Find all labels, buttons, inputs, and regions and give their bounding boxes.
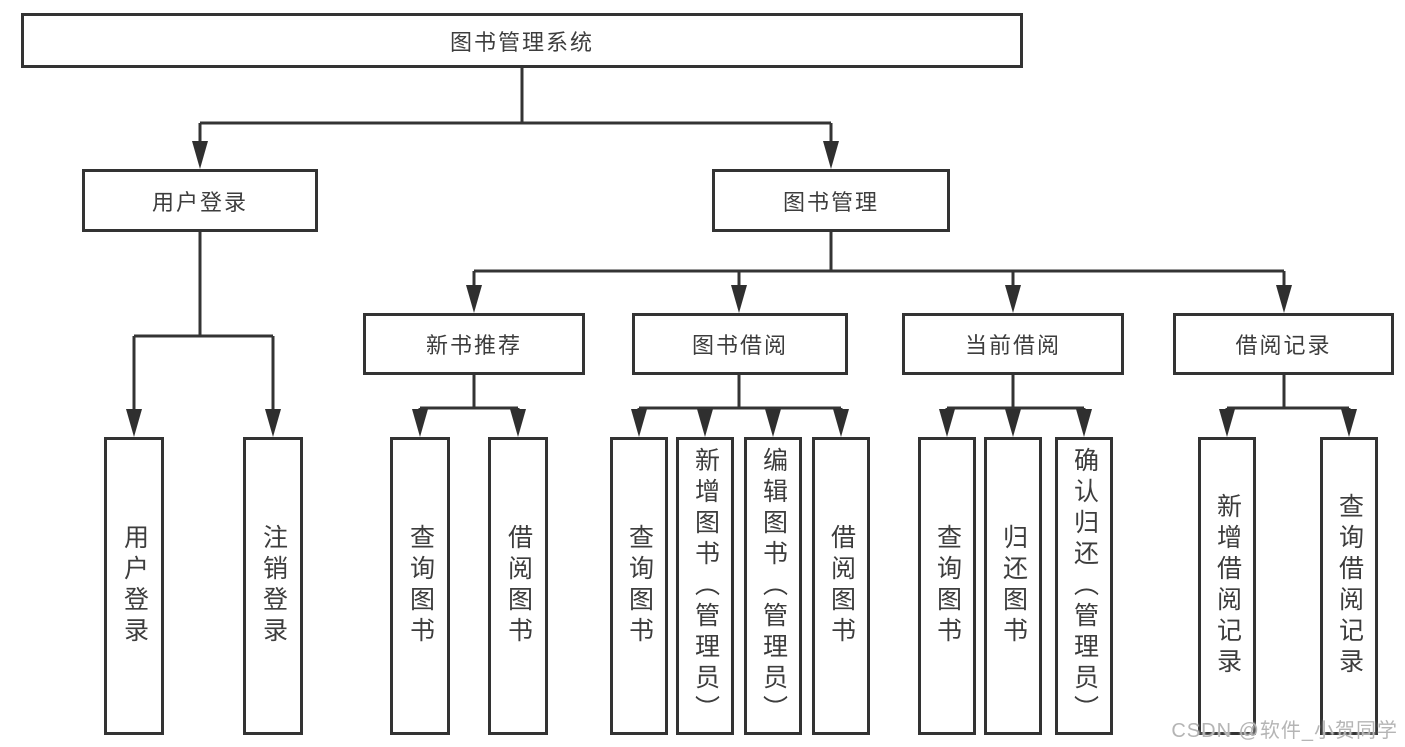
leaf-borrow-edit-books-admin: 编辑图书（管理员） [744,437,802,735]
connector-root-to-level2 [198,68,833,152]
leaf-borrow-borrow-books-label: 借阅图书 [827,524,856,648]
leaf-records-query-record: 查询借阅记录 [1320,437,1378,735]
leaf-recommend-query-books: 查询图书 [390,437,450,735]
leaf-borrow-add-books-admin: 新增图书（管理员） [676,437,734,735]
leaf-current-return-books: 归还图书 [984,437,1042,735]
leaf-borrow-add-books-admin-label: 新增图书（管理员） [691,446,720,726]
leaf-current-query-books: 查询图书 [918,437,976,735]
leaf-records-add-record-label: 新增借阅记录 [1213,493,1242,679]
leaf-logout: 注销登录 [243,437,303,735]
leaf-borrow-edit-books-admin-label: 编辑图书（管理员） [759,446,788,726]
node-new-book-recommend: 新书推荐 [363,313,585,375]
leaf-borrow-borrow-books: 借阅图书 [812,437,870,735]
leaf-logout-label: 注销登录 [259,524,288,648]
connector-newbookrec-to-leaves [418,375,520,422]
leaf-records-query-record-label: 查询借阅记录 [1335,493,1364,679]
node-borrow-records: 借阅记录 [1173,313,1394,375]
connector-bookborrow-to-leaves [637,375,843,422]
leaf-current-return-books-label: 归还图书 [999,524,1028,648]
connector-records-to-leaves [1225,375,1351,422]
node-library-system: 图书管理系统 [21,13,1023,68]
leaf-user-login-label: 用户登录 [120,524,149,648]
leaf-current-query-books-label: 查询图书 [933,524,962,648]
leaf-borrow-query-books: 查询图书 [610,437,668,735]
leaf-current-confirm-return-admin-label: 确认归还（管理员） [1070,446,1099,726]
node-book-borrow: 图书借阅 [632,313,848,375]
node-current-borrow: 当前借阅 [902,313,1124,375]
leaf-recommend-borrow-books-label: 借阅图书 [504,524,533,648]
leaf-borrow-query-books-label: 查询图书 [625,524,654,648]
connector-userlogin-to-leaves [132,232,275,420]
leaf-records-add-record: 新增借阅记录 [1198,437,1256,735]
node-user-login: 用户登录 [82,169,318,232]
leaf-recommend-borrow-books: 借阅图书 [488,437,548,735]
leaf-user-login: 用户登录 [104,437,164,735]
connector-bookmgmt-to-level3 [472,232,1286,296]
node-book-management: 图书管理 [712,169,950,232]
watermark: CSDN @软件_小贺同学 [1171,720,1398,742]
leaf-recommend-query-books-label: 查询图书 [406,524,435,648]
leaf-current-confirm-return-admin: 确认归还（管理员） [1055,437,1113,735]
